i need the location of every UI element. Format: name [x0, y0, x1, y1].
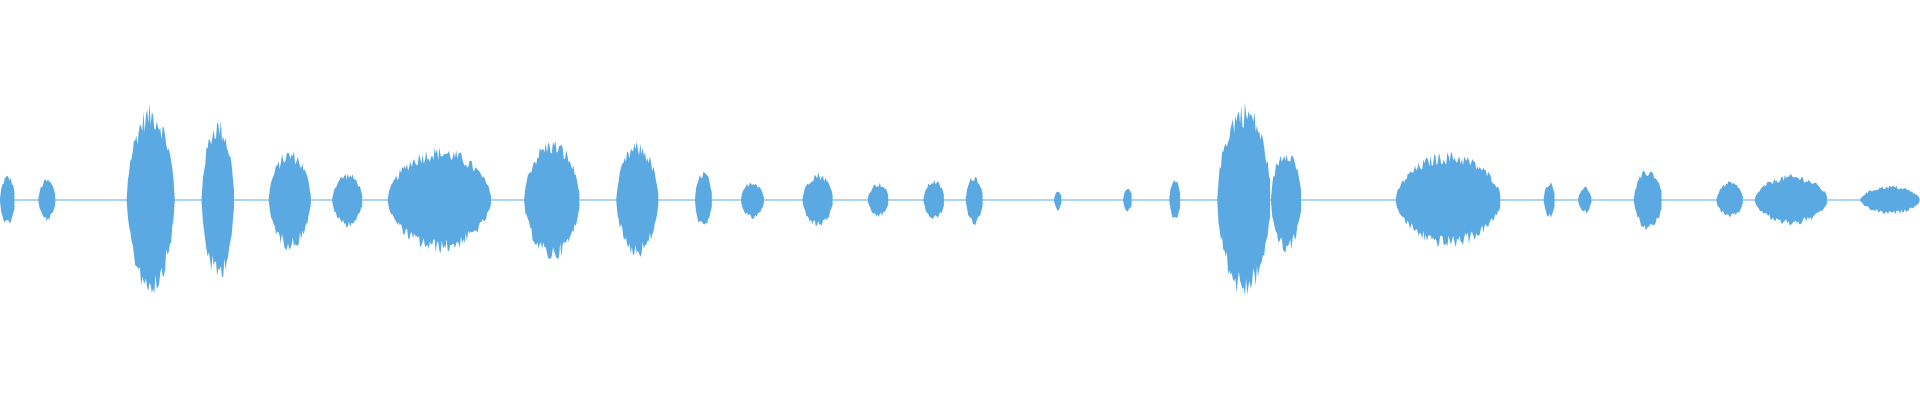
waveform-segments — [0, 102, 1920, 296]
waveform-segment — [1578, 186, 1592, 214]
waveform-segment — [741, 182, 764, 220]
waveform-segment — [1543, 182, 1555, 218]
waveform-segment — [1123, 188, 1132, 212]
waveform-segment — [524, 140, 580, 259]
waveform-segment — [1054, 191, 1062, 211]
waveform-segment — [0, 175, 15, 224]
waveform-segment — [332, 173, 363, 228]
waveform-segment — [1633, 170, 1662, 231]
waveform-segment — [126, 103, 175, 294]
waveform-segment — [201, 120, 234, 277]
waveform-segment — [965, 176, 983, 226]
waveform-segment — [1169, 180, 1181, 219]
waveform-segment — [387, 147, 491, 254]
waveform-segment — [1716, 181, 1743, 218]
waveform-segment — [38, 179, 56, 222]
waveform-segment — [1271, 154, 1301, 253]
waveform-segment — [1860, 185, 1920, 215]
waveform-segment — [1217, 102, 1271, 296]
waveform-segment — [923, 179, 944, 219]
waveform-segment — [268, 151, 311, 251]
waveform-segment — [616, 141, 659, 257]
waveform-segment — [802, 172, 833, 226]
waveform-segment — [1395, 151, 1501, 248]
waveform-segment — [1754, 174, 1827, 226]
waveform-segment — [695, 171, 712, 225]
waveform-segment — [867, 182, 889, 217]
